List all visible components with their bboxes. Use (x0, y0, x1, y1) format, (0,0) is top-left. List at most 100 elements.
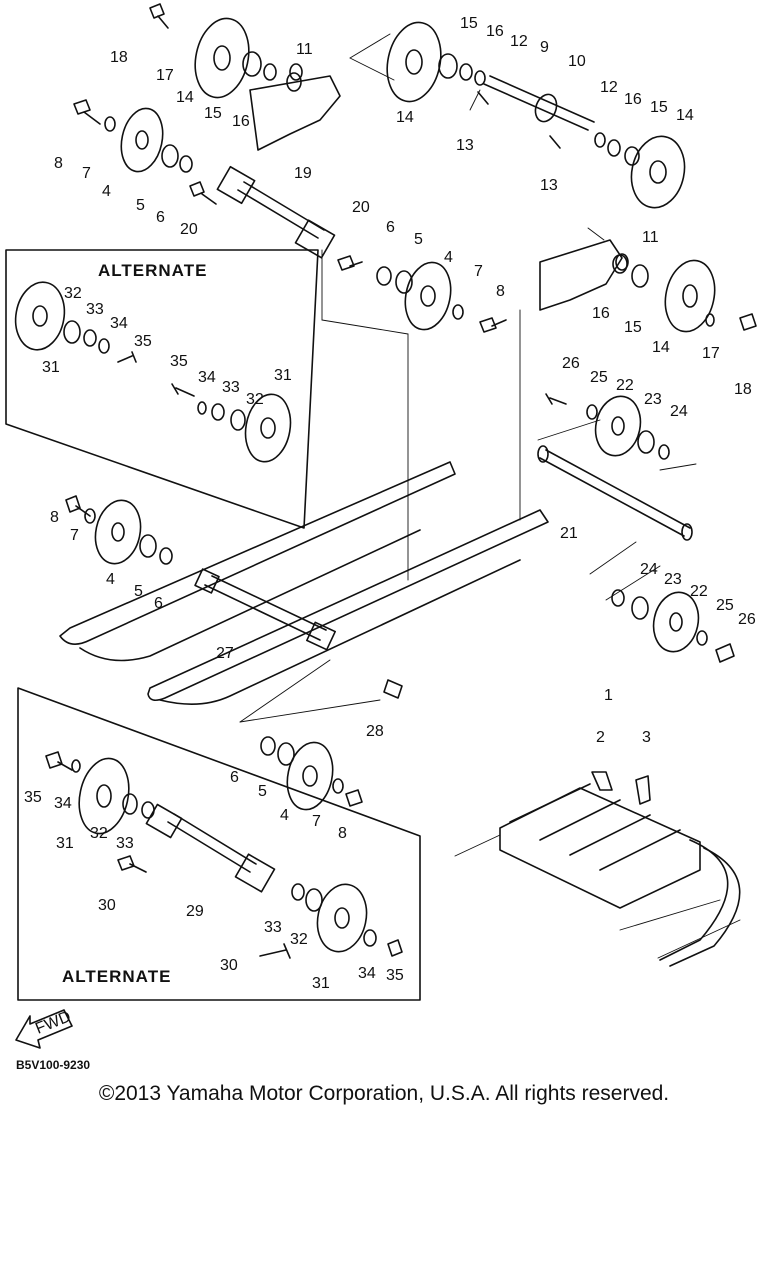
callout-27: 27 (216, 645, 234, 662)
callout-25-b: 25 (716, 597, 734, 614)
callout-31-a: 31 (42, 359, 60, 376)
bolt-set (45, 3, 757, 959)
callout-14-c: 14 (676, 107, 694, 124)
callout-4-a: 4 (102, 183, 111, 200)
callout-9: 9 (540, 39, 549, 56)
callout-32-c: 32 (90, 825, 108, 842)
callout-3: 3 (642, 729, 651, 746)
callout-35-c: 35 (24, 789, 42, 806)
wheel-31-alt-bottom-right (316, 883, 368, 953)
wheel-14-right (664, 259, 716, 333)
shaft-27 (194, 568, 336, 651)
callout-15-c: 15 (650, 99, 668, 116)
slide-rail-right (147, 509, 549, 702)
callout-13-a: 13 (456, 137, 474, 154)
slide-rail-left (59, 461, 456, 645)
callout-15-a: 15 (204, 105, 222, 122)
callout-7-b: 7 (474, 263, 483, 280)
callout-31-b: 31 (274, 367, 292, 384)
callout-18-b: 18 (734, 381, 752, 398)
wheel-31-alt-top-left (14, 281, 66, 351)
callout-33-a: 33 (86, 301, 104, 318)
callout-18-a: 18 (110, 49, 128, 66)
bracket-11-right (539, 239, 623, 311)
callout-23-b: 23 (664, 571, 682, 588)
callout-4-c: 4 (106, 571, 115, 588)
shaft-9 (483, 75, 595, 131)
copyright-notice: ©2013 Yamaha Motor Corporation, U.S.A. A… (98, 1082, 670, 1105)
alternate-box-bottom (17, 687, 421, 1001)
callout-35-b: 35 (170, 353, 188, 370)
callout-12-a: 12 (510, 33, 528, 50)
track-assembly (499, 771, 741, 967)
callout-11-a: 11 (296, 41, 313, 58)
shaft-29 (145, 803, 276, 893)
bearing-set (63, 51, 715, 947)
callout-32-b: 32 (246, 391, 264, 408)
callout-25-a: 25 (590, 369, 608, 386)
callout-15-b: 15 (460, 15, 478, 32)
callout-17-b: 17 (702, 345, 720, 362)
callout-5-a: 5 (136, 197, 145, 214)
callout-24-b: 24 (640, 561, 658, 578)
callout-5-c: 5 (134, 583, 143, 600)
wheel-22-lower (652, 591, 700, 653)
wheel-14-top-left (194, 17, 250, 99)
alternate-label-top: ALTERNATE (98, 261, 207, 280)
callout-21: 21 (560, 525, 578, 542)
wheel-31-alt-top-right (244, 393, 292, 463)
callout-7-d: 7 (312, 813, 321, 830)
callout-33-b: 33 (222, 379, 240, 396)
callout-22-b: 22 (690, 583, 708, 600)
callout-33-c: 33 (116, 835, 134, 852)
callout-5-d: 5 (258, 783, 267, 800)
callout-34-c: 34 (54, 795, 72, 812)
callout-17-a: 17 (156, 67, 174, 84)
callout-4-d: 4 (280, 807, 289, 824)
callout-31-c: 31 (56, 835, 74, 852)
callout-7-a: 7 (82, 165, 91, 182)
wheel-4-middle-left (94, 499, 142, 565)
callout-34-d: 34 (358, 965, 376, 982)
callout-31-d: 31 (312, 975, 330, 992)
callout-26-a: 26 (562, 355, 580, 372)
wheel-4-upper-right (404, 261, 452, 331)
shaft-21 (537, 445, 693, 541)
shaft-19 (216, 165, 336, 259)
callout-20-a: 20 (180, 221, 198, 238)
callout-32-a: 32 (64, 285, 82, 302)
callout-5-b: 5 (414, 231, 423, 248)
callout-8-d: 8 (338, 825, 347, 842)
callout-7-c: 7 (70, 527, 79, 544)
callout-8-b: 8 (496, 283, 505, 300)
alternate-label-bottom: ALTERNATE (62, 967, 171, 986)
wheel-4-lower (286, 741, 334, 811)
callout-23-a: 23 (644, 391, 662, 408)
wheel-14-top-mid (386, 21, 442, 103)
callout-14-a: 14 (176, 89, 194, 106)
callout-15-d: 15 (624, 319, 642, 336)
wheel-14-right-top (630, 135, 686, 209)
fwd-arrow-icon (15, 1009, 73, 1049)
callout-30-a: 30 (98, 897, 116, 914)
drawing-code: B5V100-9230 (16, 1058, 91, 1072)
parts-diagram: ALTERNATE ALTERNATE FWD 18 17 14 15 16 1… (5, 3, 757, 1049)
callout-33-d: 33 (264, 919, 282, 936)
callout-35-d: 35 (386, 967, 404, 984)
callout-6-b: 6 (386, 219, 395, 236)
callout-20-b: 20 (352, 199, 370, 216)
callout-6-a: 6 (156, 209, 165, 226)
wheel-4-upper-left (120, 107, 164, 173)
callout-16-c: 16 (624, 91, 642, 108)
callout-6-c: 6 (154, 595, 163, 612)
callout-14-d: 14 (652, 339, 670, 356)
callout-8-c: 8 (50, 509, 59, 526)
callout-32-d: 32 (290, 931, 308, 948)
callout-26-b: 26 (738, 611, 756, 628)
callout-19: 19 (294, 165, 312, 182)
callout-8-a: 8 (54, 155, 63, 172)
callout-16-b: 16 (486, 23, 504, 40)
callout-29: 29 (186, 903, 204, 920)
callout-10: 10 (568, 53, 586, 70)
callout-30-b: 30 (220, 957, 238, 974)
